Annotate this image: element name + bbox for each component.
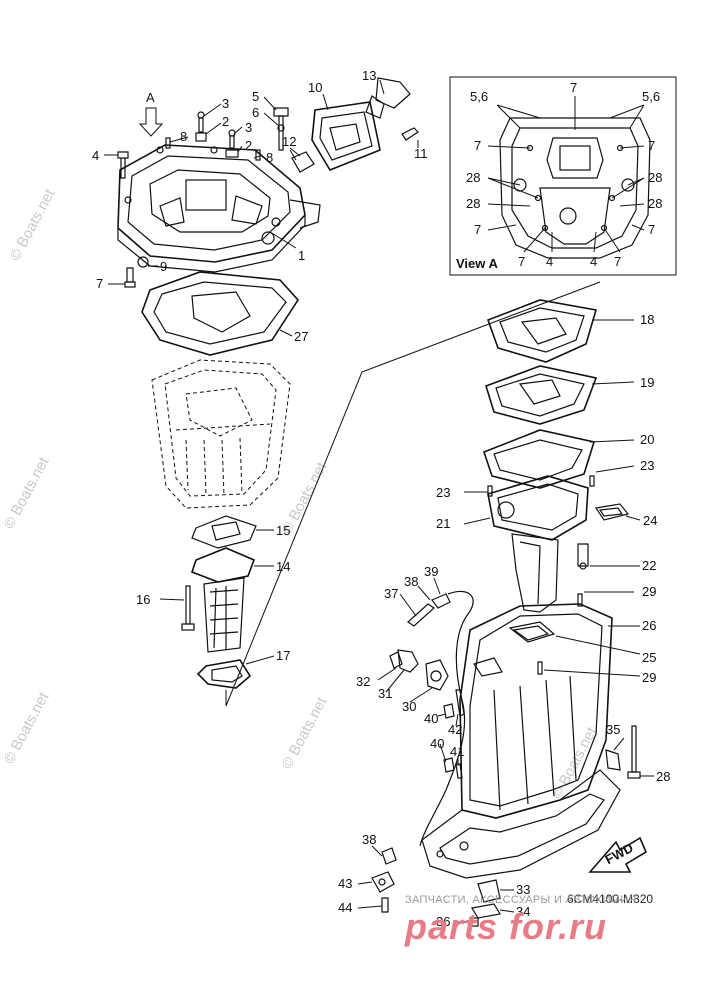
callout-label: 41 (450, 744, 464, 759)
callout-label: 7 (518, 254, 525, 269)
reference-line (225, 281, 601, 707)
callout-label: 5,6 (470, 89, 488, 104)
callout-label: 19 (640, 375, 654, 390)
callout-label: 31 (378, 686, 392, 701)
callout-label: 38 (404, 574, 418, 589)
callout-label: 11 (414, 146, 428, 161)
callout-label: 6 (252, 105, 259, 120)
callout-label: 9 (160, 259, 167, 274)
lower-fittings: 38 43 44 33 34 36 (338, 832, 530, 929)
callout-label: 29 (642, 584, 656, 599)
callout-label: 23 (640, 458, 654, 473)
callout-label: 24 (643, 513, 657, 528)
footer-tagline: ЗАПЧАСТИ, АКСЕССУАРЫ И АВТОХИМИЯ (405, 894, 637, 906)
view-a-inset: 5,6 5,6 7 7 7 28 28 28 28 7 7 7 4 4 7 Vi… (449, 76, 677, 276)
callout-label: 7 (648, 138, 655, 153)
callout-label: 30 (402, 699, 416, 714)
callout-label: 5,6 (642, 89, 660, 104)
callout-label: 26 (642, 618, 656, 633)
view-arrow-label: A (146, 90, 155, 105)
callout-label: 10 (308, 80, 322, 95)
callout-label: 28 (656, 769, 670, 784)
callout-label: 43 (338, 876, 352, 891)
view-a-label: View A (456, 256, 499, 271)
callout-label: 42 (448, 722, 462, 737)
callout-label: 27 (294, 329, 308, 344)
callout-label: 36 (436, 914, 450, 929)
callout-label: 38 (362, 832, 376, 847)
callout-label: 40 (424, 711, 438, 726)
callout-label: 13 (362, 68, 376, 83)
callout-label: 12 (282, 134, 296, 149)
watermark: © Boats.net (1, 454, 53, 532)
callout-label: 15 (276, 523, 290, 538)
callout-label: 1 (298, 248, 305, 263)
exhaust-manifold: 23 23 21 24 22 (436, 458, 657, 613)
callout-label: 23 (436, 485, 450, 500)
callout-label: 4 (546, 254, 553, 269)
callout-label: 8 (180, 129, 187, 144)
watermark: © Boats.net (279, 694, 331, 772)
callout-label: 7 (96, 276, 103, 291)
callout-label: 5 (252, 89, 259, 104)
callout-label: 28 (648, 196, 662, 211)
callout-label: 28 (466, 196, 480, 211)
exhaust-guide-assembly: A (92, 89, 321, 291)
callout-label: 7 (614, 254, 621, 269)
callout-label: 28 (648, 170, 662, 185)
gasket-stack: 18 19 20 (483, 299, 654, 489)
callout-label: 44 (338, 900, 352, 915)
callout-label: 3 (245, 120, 252, 135)
callout-label: 17 (276, 648, 290, 663)
muffler-assembly: 10 13 11 (289, 68, 428, 173)
callout-label: 7 (570, 80, 577, 95)
callout-label: 35 (606, 722, 620, 737)
callout-label: 7 (474, 222, 481, 237)
callout-label: 2 (245, 138, 252, 153)
callout-label: 16 (136, 592, 150, 607)
fwd-label: FWD (602, 840, 635, 867)
callout-label: 2 (222, 114, 229, 129)
callout-label: 7 (474, 138, 481, 153)
footer-brand-logo: parts for.ru (405, 906, 608, 947)
callout-label: 40 (430, 736, 444, 751)
callout-label: 39 (424, 564, 438, 579)
footer-branding: 6CM4100-M320 ЗАПЧАСТИ, АКСЕССУАРЫ И АВТО… (405, 892, 711, 988)
oil-pan-phantom (151, 359, 291, 509)
callout-label: 25 (642, 650, 656, 665)
mount-bolt-assembly: 35 28 (605, 722, 670, 784)
callout-label: 32 (356, 674, 370, 689)
callout-label: 34 (516, 904, 530, 919)
oil-strainer-assembly: 15 14 16 17 (136, 515, 290, 689)
callout-label: 4 (92, 148, 99, 163)
fwd-arrow: FWD (588, 836, 648, 873)
callout-label: 37 (384, 586, 398, 601)
callout-label: 28 (466, 170, 480, 185)
callout-label: 4 (590, 254, 597, 269)
callout-label: 22 (642, 558, 656, 573)
callout-label: 8 (266, 150, 273, 165)
watermark: © Boats.net (7, 186, 59, 264)
callout-label: 18 (640, 312, 654, 327)
upper-casing: 29 26 25 29 (421, 584, 656, 879)
hose-and-fittings: 37 38 39 32 31 30 40 42 40 41 (356, 564, 474, 847)
callout-label: 29 (642, 670, 656, 685)
callout-label: 7 (648, 222, 655, 237)
callout-label: 21 (436, 516, 450, 531)
callout-label: 33 (516, 882, 530, 897)
watermark: © Boats.net (1, 689, 53, 767)
diagram-code: 6CM4100-M320 (567, 892, 654, 906)
gasket-27: 27 (141, 271, 308, 356)
callout-label: 20 (640, 432, 654, 447)
callout-label: 3 (222, 96, 229, 111)
